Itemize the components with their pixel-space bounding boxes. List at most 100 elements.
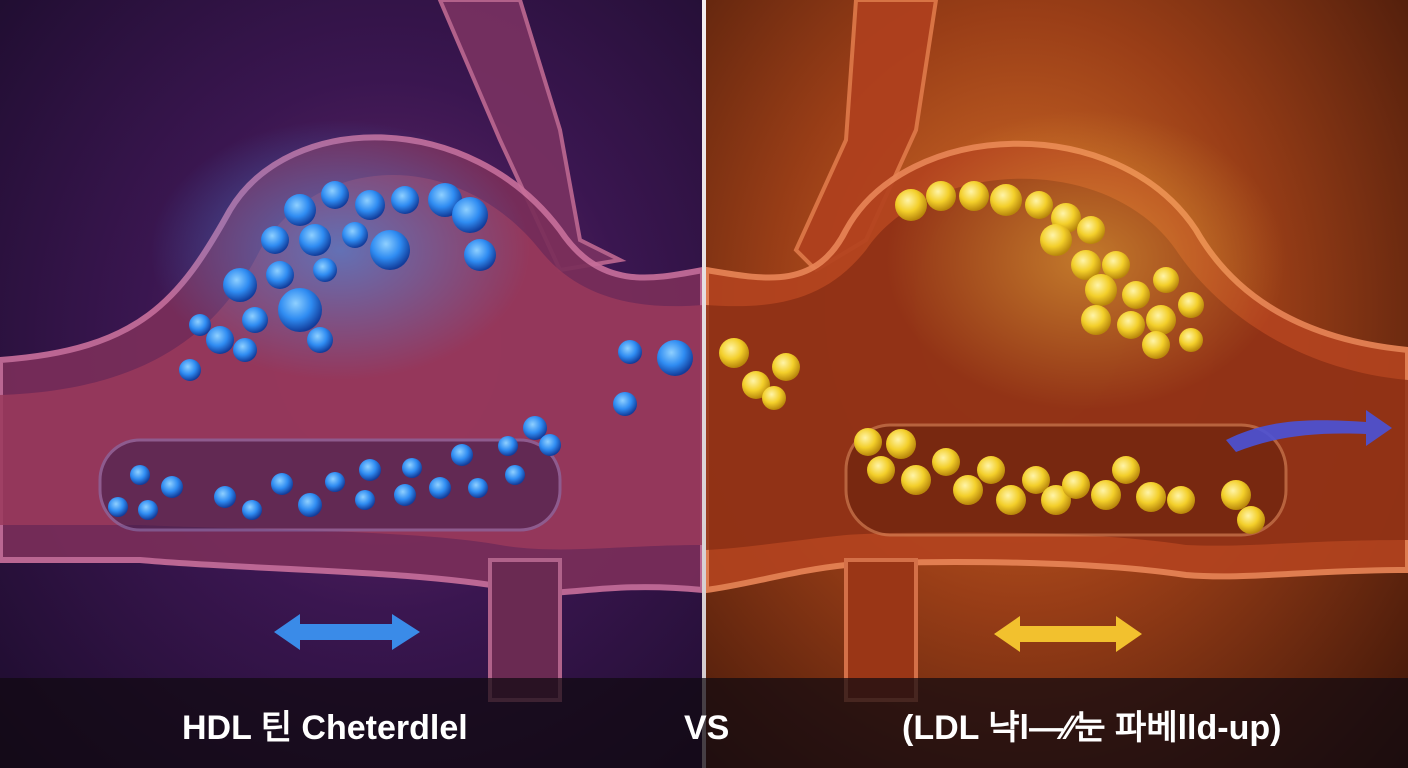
hdl-caption: HDL 틴 Cheterdlel <box>182 709 468 747</box>
hdl-particle <box>359 459 381 481</box>
ldl-particle <box>742 371 770 399</box>
hdl-particle <box>242 307 268 333</box>
hdl-particle <box>179 359 201 381</box>
hdl-particle <box>313 258 337 282</box>
branch-vessel-top <box>437 0 627 273</box>
ldl-panel <box>706 0 1408 768</box>
ldl-particle <box>772 353 800 381</box>
ldl-particle <box>990 184 1022 216</box>
hdl-particle <box>189 314 211 336</box>
hdl-vessel-illustration <box>0 0 703 702</box>
hdl-particle <box>523 416 547 440</box>
double-headed-arrow-icon <box>994 616 1142 652</box>
ldl-particle <box>977 456 1005 484</box>
hdl-particle <box>468 478 488 498</box>
ldl-particle <box>719 338 749 368</box>
hdl-particle <box>391 186 419 214</box>
hdl-particle <box>307 327 333 353</box>
ldl-particle <box>1085 274 1117 306</box>
ldl-particle <box>1112 456 1140 484</box>
ldl-particle <box>953 475 983 505</box>
ldl-particle <box>1142 331 1170 359</box>
ldl-particle <box>1153 267 1179 293</box>
hdl-particle <box>214 486 236 508</box>
ldl-particle <box>762 386 786 410</box>
ldl-particles <box>719 181 1204 410</box>
hdl-particle <box>355 190 385 220</box>
hdl-particle <box>223 268 257 302</box>
ldl-particle <box>1122 281 1150 309</box>
ldl-particle <box>1136 482 1166 512</box>
ldl-particle <box>1022 466 1050 494</box>
ldl-particle <box>996 485 1026 515</box>
ldl-particle <box>1077 216 1105 244</box>
hdl-panel <box>0 0 703 768</box>
hdl-particle <box>321 181 349 209</box>
ldl-particle <box>1237 506 1265 534</box>
hdl-particle <box>233 338 257 362</box>
ldl-particle <box>1102 251 1130 279</box>
hdl-particle <box>161 476 183 498</box>
hdl-particle <box>498 436 518 456</box>
ldl-particle <box>1062 471 1090 499</box>
ldl-particle <box>1221 480 1251 510</box>
hdl-particle <box>342 222 368 248</box>
hdl-particle <box>206 326 234 354</box>
double-headed-arrow-icon <box>274 614 420 650</box>
hdl-particle <box>271 473 293 495</box>
hdl-particle <box>539 434 561 456</box>
ldl-channel-particles <box>854 428 1265 534</box>
hdl-particle <box>355 490 375 510</box>
hdl-particle <box>325 472 345 492</box>
ldl-particle <box>1117 311 1145 339</box>
hdl-particle <box>370 230 410 270</box>
ldl-particle <box>867 456 895 484</box>
ldl-caption: (LDL 냑l—∕∕눈 파베lld-up) <box>902 709 1282 747</box>
hdl-particle <box>452 197 488 233</box>
vs-caption: VS <box>684 709 730 747</box>
hdl-particle <box>242 500 262 520</box>
ldl-particle <box>1040 224 1072 256</box>
hdl-particle <box>130 465 150 485</box>
hdl-particle <box>657 340 693 376</box>
ldl-particle <box>886 429 916 459</box>
right-arrow-icon <box>1226 410 1392 452</box>
ldl-particle <box>895 189 927 221</box>
hdl-particle <box>394 484 416 506</box>
hdl-particle <box>429 477 451 499</box>
ldl-particle <box>1146 305 1176 335</box>
caption-bar <box>0 678 1408 768</box>
ldl-particle <box>1167 486 1195 514</box>
ldl-particle <box>1041 485 1071 515</box>
ldl-particle <box>854 428 882 456</box>
hdl-particle <box>298 493 322 517</box>
hdl-channel-particles <box>108 436 525 520</box>
hdl-particle <box>505 465 525 485</box>
panel-divider <box>702 0 706 768</box>
ldl-particle <box>1179 328 1203 352</box>
ldl-particle <box>1178 292 1204 318</box>
ldl-particle <box>1091 480 1121 510</box>
hdl-particle <box>618 340 642 364</box>
hdl-particle <box>464 239 496 271</box>
hdl-particles <box>179 181 693 456</box>
hdl-particle <box>266 261 294 289</box>
ldl-particle <box>932 448 960 476</box>
ldl-particle <box>959 181 989 211</box>
hdl-particle <box>451 444 473 466</box>
hdl-particle <box>299 224 331 256</box>
hdl-particle <box>402 458 422 478</box>
ldl-particle <box>926 181 956 211</box>
hdl-particle <box>613 392 637 416</box>
hdl-particle <box>284 194 316 226</box>
hdl-particle <box>138 500 158 520</box>
ldl-particle <box>1081 305 1111 335</box>
hdl-particle <box>261 226 289 254</box>
ldl-particle <box>901 465 931 495</box>
hdl-particle <box>278 288 322 332</box>
ldl-particle <box>1071 250 1101 280</box>
ldl-vessel-illustration <box>706 0 1408 702</box>
hdl-particle <box>108 497 128 517</box>
ldl-particle <box>1025 191 1053 219</box>
